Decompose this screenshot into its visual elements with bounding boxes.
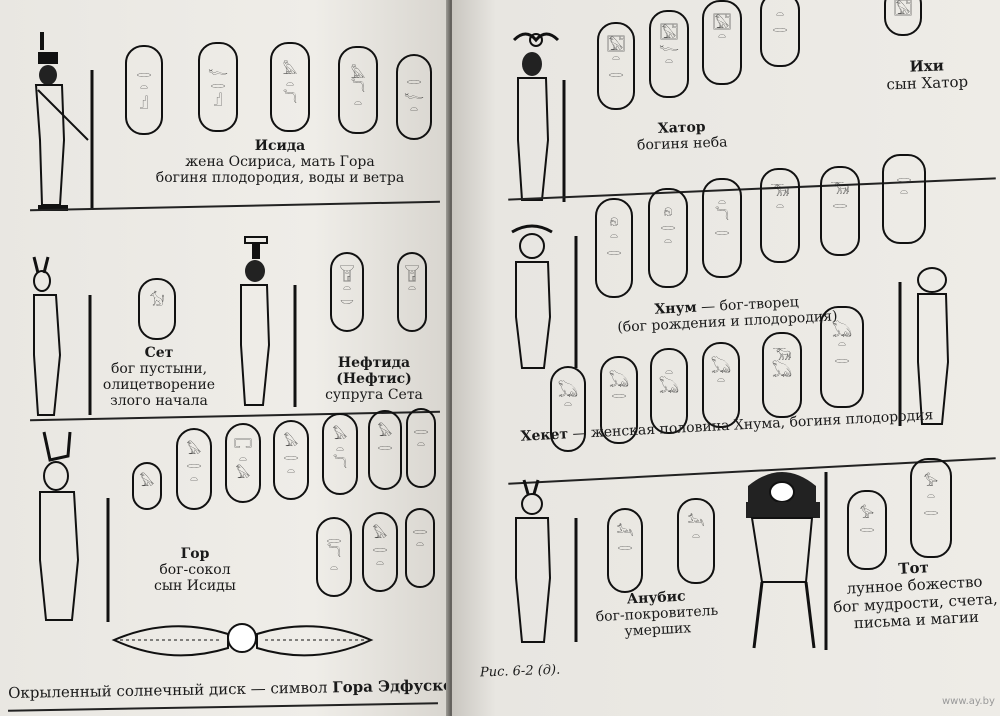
ihy-name: Ихи [909, 56, 945, 76]
isis-desc-1: жена Осириса, мать Гора [185, 154, 375, 171]
winged-disk-caption-prefix: Окрыленный солнечный диск — символ [8, 678, 333, 702]
heqet-figure [898, 267, 950, 426]
nephthys-caption: Нефтида (Нефтис) супруга Сета [300, 355, 448, 403]
divider [8, 702, 438, 712]
horus-desc-2: сын Исиды [154, 578, 236, 595]
horus-desc-1: бог-сокол [159, 562, 231, 579]
watermark: www.ay.by [942, 696, 995, 707]
set-desc-3: злого начала [110, 393, 208, 410]
ihy-caption: Ихи сын Хатор [871, 56, 982, 94]
horus-caption: Гор бог-сокол сын Исиды [135, 546, 255, 594]
figure-caption: Рис. 6-2 (д). [479, 662, 561, 681]
book-gutter [446, 0, 456, 716]
set-desc-2: олицетворение [102, 377, 216, 394]
hathor-name: Хатор [657, 119, 706, 137]
nephthys-figure [240, 236, 297, 407]
set-desc-1: бог пустыни, [110, 361, 208, 378]
horus-figure [39, 431, 110, 622]
isis-figure [34, 32, 94, 211]
anubis-caption: Анубис бог-покровитель умерших [581, 586, 733, 642]
nephthys-desc-1: супруга Сета [325, 387, 423, 404]
thoth-caption: Тот лунное божество бог мудрости, счета,… [828, 556, 1000, 634]
isis-desc-2: богиня плодородия, воды и ветра [155, 170, 405, 187]
set-name: Сет [144, 345, 174, 361]
heqet-name: Хекет [520, 426, 569, 445]
winged-disk-caption-bold: Гора Эдфуского (Бехдетского) [332, 674, 450, 697]
winged-sun-disk [111, 623, 374, 657]
cartouche: 𓉡 [884, 0, 922, 36]
set-cartouche: 𓃩 [138, 278, 176, 340]
khnum-caption: Хнум — бог-творец (бог рождения и плодор… [601, 291, 852, 336]
isis-caption: Исида жена Осириса, мать Гора богиня пло… [150, 138, 410, 186]
winged-disk-caption: Окрыленный солнечный диск — символ Гора … [8, 674, 450, 702]
hathor-desc-1: богиня неба [636, 134, 728, 154]
khnum-figure [511, 224, 578, 369]
hathor-caption: Хатор богиня неба [611, 118, 752, 155]
horus-name: Гор [180, 546, 210, 562]
hathor-figure [512, 32, 566, 202]
nephthys-name: Нефтида (Нефтис) [336, 355, 412, 388]
isis-name: Исида [254, 138, 306, 154]
anubis-figure [515, 479, 578, 643]
ihy-desc-1: сын Хатор [886, 72, 969, 94]
set-caption: Сет бог пустыни, олицетворение злого нач… [100, 345, 218, 409]
thoth-figure [746, 472, 828, 650]
set-figure [32, 256, 92, 416]
cartouche: 𓅃 [132, 462, 162, 510]
